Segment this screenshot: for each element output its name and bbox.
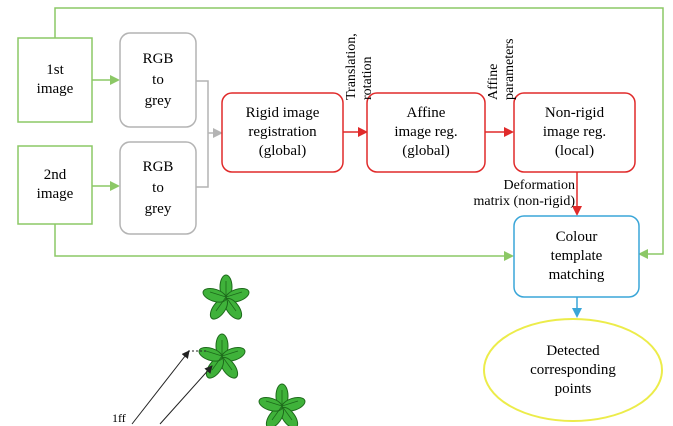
partial-annotation-label: 1ff: [112, 411, 126, 425]
edge-label-translation: Translation, rotation: [344, 33, 375, 100]
edge-image2-to-colour: [54, 224, 514, 261]
plant-illustration: [131, 274, 308, 426]
node-detected-label: Detected corresponding points: [530, 342, 616, 397]
node-colour: Colour template matching: [514, 216, 639, 297]
node-affine-box: [366, 92, 486, 173]
node-rgb2-box: [119, 141, 197, 235]
plant-icon: [256, 383, 308, 426]
node-colour-box: [513, 215, 640, 298]
node-image2-label: 2nd image: [36, 167, 74, 202]
node-rgb1-box: [119, 32, 197, 128]
node-image1-box: [17, 37, 93, 123]
node-rgb1-label: RGB to grey: [142, 50, 174, 109]
plant-icon: [200, 274, 252, 323]
node-colour-label: Colour template matching: [548, 229, 605, 283]
edge-rgb-merge: [196, 80, 209, 188]
edge-label-deformation: Deformation matrix (non-rigid): [473, 178, 575, 209]
node-nonrigid-box: [513, 92, 636, 173]
node-detected-ellipse: [483, 318, 663, 422]
node-affine-label: Affine image reg. (global): [394, 105, 458, 159]
node-image2: 2nd image: [18, 146, 92, 224]
edge-label-affine-parameters: Affine parameters: [486, 38, 517, 100]
node-image1-label: 1st image: [36, 62, 74, 97]
node-affine: Affine image reg. (global): [367, 93, 485, 172]
node-nonrigid-label: Non-rigid image reg. (local): [542, 105, 607, 159]
node-rigid-label: Rigid image registration (global): [245, 105, 320, 159]
node-image1: 1st image: [18, 38, 92, 122]
node-nonrigid: Non-rigid image reg. (local): [514, 93, 635, 172]
pointer-arrow: [159, 365, 213, 425]
pointer-arrow: [131, 350, 190, 425]
node-rgb1: RGB to grey: [120, 33, 196, 127]
node-rigid-box: [221, 92, 344, 173]
node-rgb2: RGB to grey: [120, 142, 196, 234]
node-detected: Detected corresponding points: [484, 319, 662, 421]
node-image2-box: [17, 145, 93, 225]
node-rigid: Rigid image registration (global): [222, 93, 343, 172]
edge-image1-to-colour: [54, 7, 664, 259]
node-rgb2-label: RGB to grey: [142, 158, 174, 217]
